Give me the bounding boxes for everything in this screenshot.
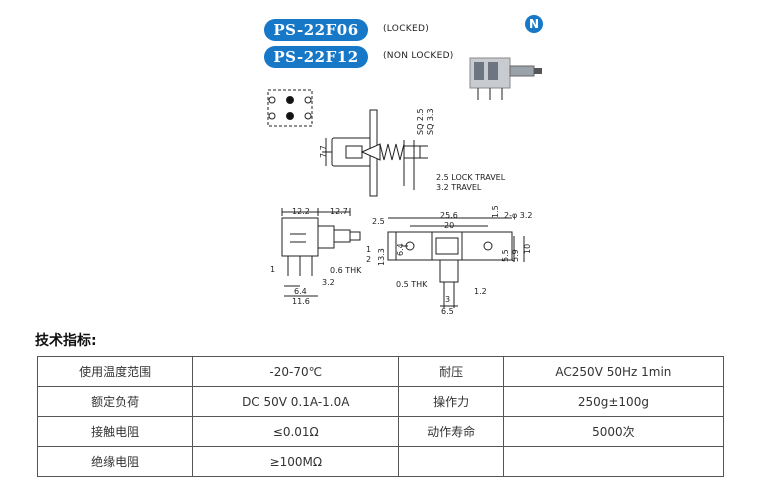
- dim-travel: 3.2 TRAVEL: [436, 183, 482, 192]
- dim-12-2: 12.2: [292, 207, 310, 216]
- technical-drawing: SQ 2.5 SQ 3.3 7.7 2.5 LOCK TRAVEL 3.2 TR…: [267, 57, 542, 316]
- spec-value: [502, 446, 725, 477]
- brand-logo-icon: N: [525, 15, 543, 33]
- table-row: 额定负荷 DC 50V 0.1A-1.0A 操作力 250g±100g: [36, 386, 725, 417]
- dim-11-6: 11.6: [292, 297, 310, 306]
- spec-label: 绝缘电阻: [36, 446, 194, 477]
- dim-25-6: 25.6: [440, 211, 458, 220]
- pin-schematic: [267, 89, 313, 127]
- dim-3-2: 3.2: [322, 278, 335, 287]
- table-row: 使用温度范围 -20-70℃ 耐压 AC250V 50Hz 1min: [36, 356, 725, 387]
- dim-6-5: 6.5: [441, 307, 454, 316]
- dim-10: 10: [523, 244, 532, 254]
- spec-label: 耐压: [398, 356, 504, 387]
- spec-value: 5000次: [502, 416, 725, 447]
- dim-12-7: 12.7: [330, 207, 348, 216]
- dim-h77: 7.7: [319, 145, 328, 158]
- table-row: 绝缘电阻 ≥100MΩ: [36, 446, 725, 477]
- spec-label: 额定负荷: [36, 386, 194, 417]
- dim-20: 20: [444, 221, 454, 230]
- dim-6-4a: 6.4: [294, 287, 307, 296]
- dim-1-2: 1.2: [474, 287, 487, 296]
- dim-5-9: 5.9: [511, 249, 520, 262]
- dim-5-5: 5.5: [501, 249, 510, 262]
- spec-table: 使用温度范围 -20-70℃ 耐压 AC250V 50Hz 1min 额定负荷 …: [36, 356, 725, 477]
- dim-0-5thk: 0.5 THK: [396, 280, 428, 289]
- spec-label: [398, 446, 504, 477]
- dim-0-6thk: 0.6 THK: [330, 266, 362, 275]
- dim-1b: 1: [270, 265, 275, 274]
- spec-value: 250g±100g: [502, 386, 725, 417]
- dim-sq25: SQ 2.5: [416, 108, 425, 135]
- dim-1-5: 1.5: [491, 205, 500, 218]
- spec-label: 动作寿命: [398, 416, 504, 447]
- dim-sq33: SQ 3.3: [426, 108, 435, 135]
- front-view: [281, 208, 361, 297]
- spec-value: DC 50V 0.1A-1.0A: [192, 386, 400, 417]
- spec-value: ≤0.01Ω: [192, 416, 400, 447]
- spec-value: ≥100MΩ: [192, 446, 400, 477]
- section-title: 技术指标:: [35, 333, 97, 349]
- dim-6-4b: 6.4: [396, 243, 405, 256]
- dim-2-5: 2.5: [372, 217, 385, 226]
- model-note-nonlocked: (NON LOCKED): [383, 51, 454, 61]
- model-note-locked: (LOCKED): [383, 24, 430, 34]
- dim-1a: 1: [366, 245, 371, 254]
- spec-label: 使用温度范围: [36, 356, 194, 387]
- product-photo: [469, 57, 542, 100]
- dim-13-3: 13.3: [377, 248, 386, 266]
- dim-3: 3: [445, 295, 450, 304]
- dim-2: 2: [366, 255, 371, 264]
- bracket-view: [387, 217, 525, 308]
- spec-label: 操作力: [398, 386, 504, 417]
- table-row: 接触电阻 ≤0.01Ω 动作寿命 5000次: [36, 416, 725, 447]
- model-pill-locked: PS-22F06: [264, 19, 368, 41]
- spec-label: 接触电阻: [36, 416, 194, 447]
- spec-value: AC250V 50Hz 1min: [502, 356, 725, 387]
- side-view: [322, 109, 428, 197]
- model-pill-nonlocked: PS-22F12: [264, 46, 368, 68]
- dim-holes: 2-φ 3.2: [504, 211, 533, 220]
- spec-value: -20-70℃: [192, 356, 400, 387]
- dim-lock-travel: 2.5 LOCK TRAVEL: [436, 173, 506, 182]
